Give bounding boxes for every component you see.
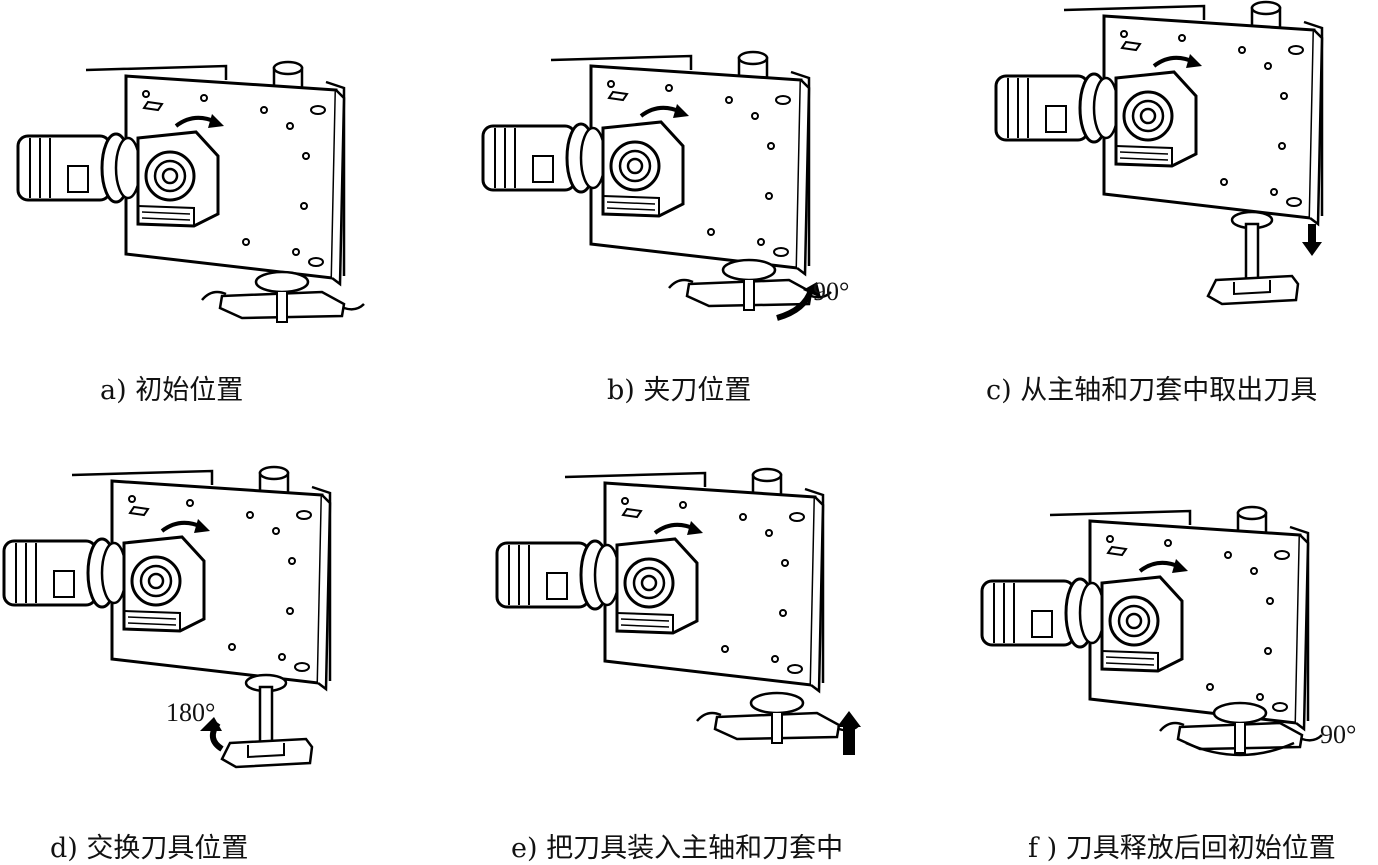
- caption-c: c) 从主轴和刀套中取出刀具: [986, 375, 1318, 406]
- mechanism-diagram-b: 90°: [481, 50, 849, 321]
- mechanism-diagram-e: [495, 467, 861, 755]
- panel-c: c) 从主轴和刀套中取出刀具: [918, 0, 1377, 431]
- panel-f: 90° f ) 刀具释放后回初始位置: [918, 431, 1377, 864]
- mechanism-diagram-d: 180°: [2, 465, 332, 769]
- caption-e: e) 把刀具装入主轴和刀套中: [511, 833, 844, 864]
- caption-f: f ) 刀具释放后回初始位置: [1028, 833, 1336, 864]
- mechanism-diagram-f: 90°: [980, 505, 1356, 757]
- panel-d: 180° d) 交换刀具位置: [0, 431, 459, 864]
- panel-b: 90° b) 夹刀位置: [459, 0, 918, 431]
- mechanism-diagram-c: [994, 0, 1324, 306]
- panel-e: e) 把刀具装入主轴和刀套中: [459, 431, 918, 864]
- down-arrow-icon: [1302, 224, 1322, 256]
- angle-label-b: 90°: [813, 277, 849, 306]
- rotate-arrow-icon: [776, 288, 814, 321]
- caption-b: b) 夹刀位置: [607, 375, 752, 406]
- angle-label-f: 90°: [1320, 720, 1356, 749]
- caption-d: d) 交换刀具位置: [50, 833, 249, 864]
- up-arrow-icon: [837, 711, 861, 755]
- mechanism-diagram-a: [16, 60, 366, 324]
- angle-label-d: 180°: [166, 698, 215, 727]
- panel-a: a) 初始位置: [0, 0, 459, 431]
- caption-a: a) 初始位置: [100, 375, 244, 406]
